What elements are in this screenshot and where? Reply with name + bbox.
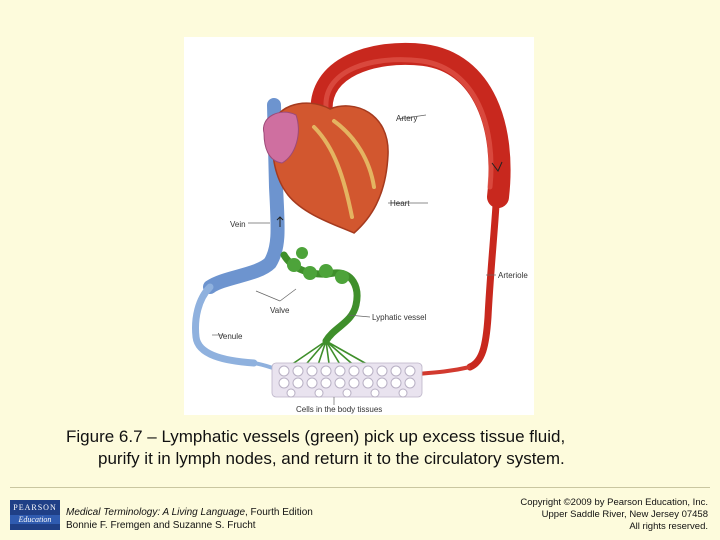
- venule-vessel: [192, 283, 258, 367]
- heart-body: [271, 102, 389, 234]
- copyright-line-1: Copyright ©2009 by Pearson Education, In…: [520, 497, 708, 508]
- heart-fat: [312, 119, 376, 219]
- lymph-node: [319, 264, 333, 278]
- logo-top-text: PEARSON: [13, 503, 57, 512]
- flow-arrow-vein: [276, 216, 284, 227]
- circulation-diagram: Artery Heart Vein Arteriole Valve Lyphat…: [184, 37, 534, 415]
- book-edition: , Fourth Edition: [245, 507, 313, 518]
- arteriole-vessel: [466, 201, 500, 371]
- book-authors: Bonnie F. Fremgen and Suzanne S. Frucht: [66, 520, 256, 531]
- lymph-node: [296, 247, 308, 259]
- heart-atrium: [263, 111, 299, 164]
- publisher-logo: PEARSON Education: [10, 500, 60, 530]
- book-citation: Medical Terminology: A Living Language, …: [66, 506, 313, 532]
- diagram-svg: Artery Heart Vein Arteriole Valve Lyphat…: [192, 42, 528, 414]
- label-valve: Valve: [270, 306, 290, 315]
- label-lymphatic-vessel: Lyphatic vessel: [372, 313, 427, 322]
- label-vein: Vein: [230, 220, 246, 229]
- artery-arch: [310, 42, 511, 208]
- leader-lines: [212, 114, 496, 405]
- label-cells: Cells in the body tissues: [296, 405, 382, 414]
- copyright-notice: Copyright ©2009 by Pearson Education, In…: [448, 497, 708, 533]
- lymph-node: [287, 258, 301, 272]
- lymph-node: [335, 270, 349, 284]
- copyright-line-2: Upper Saddle River, New Jersey 07458: [541, 509, 708, 520]
- vein-vessel: [203, 98, 285, 294]
- caption-line-2: purify it in lymph nodes, and return it …: [98, 449, 565, 468]
- artery-arch-highlight: [323, 57, 494, 190]
- caption-line-1: Figure 6.7 – Lymphatic vessels (green) p…: [66, 427, 566, 446]
- copyright-line-3: All rights reserved.: [629, 521, 708, 532]
- tissue-cells: [271, 362, 423, 398]
- flow-arrow-artery: [491, 161, 503, 172]
- label-artery: Artery: [396, 114, 417, 123]
- lymph-node: [303, 266, 317, 280]
- label-arteriole: Arteriole: [498, 271, 528, 280]
- label-heart: Heart: [390, 199, 410, 208]
- logo-bottom-text: Education: [10, 515, 60, 524]
- footer-divider: [10, 487, 710, 488]
- book-title: Medical Terminology: A Living Language: [66, 507, 245, 518]
- label-venule: Venule: [218, 332, 243, 341]
- lymph-capillaries: [287, 340, 373, 372]
- book-title-line: Medical Terminology: A Living Language, …: [66, 506, 313, 519]
- figure-caption: Figure 6.7 – Lymphatic vessels (green) p…: [66, 426, 706, 470]
